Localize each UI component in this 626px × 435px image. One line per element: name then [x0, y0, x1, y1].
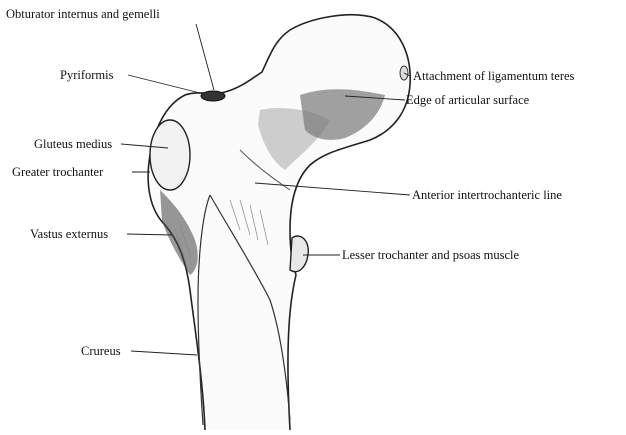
lesser-trochanter [290, 236, 308, 272]
label-intertrochanteric-line: Anterior intertrochanteric line [412, 188, 562, 202]
pyriformis-attachment [201, 91, 225, 101]
label-vastus-externus: Vastus externus [30, 227, 108, 241]
label-gluteus-medius: Gluteus medius [34, 137, 112, 151]
label-lesser-trochanter: Lesser trochanter and psoas muscle [342, 248, 519, 262]
label-articular-surface: Edge of articular surface [406, 93, 529, 107]
femur-outline [148, 15, 410, 430]
label-pyriformis: Pyriformis [60, 68, 113, 82]
label-greater-trochanter: Greater trochanter [12, 165, 103, 179]
label-ligamentum-teres: Attachment of ligamentum teres [413, 69, 574, 83]
gluteus-medius-attachment [150, 120, 190, 190]
label-obturator: Obturator internus and gemelli [6, 7, 160, 21]
label-crureus: Crureus [81, 344, 121, 358]
